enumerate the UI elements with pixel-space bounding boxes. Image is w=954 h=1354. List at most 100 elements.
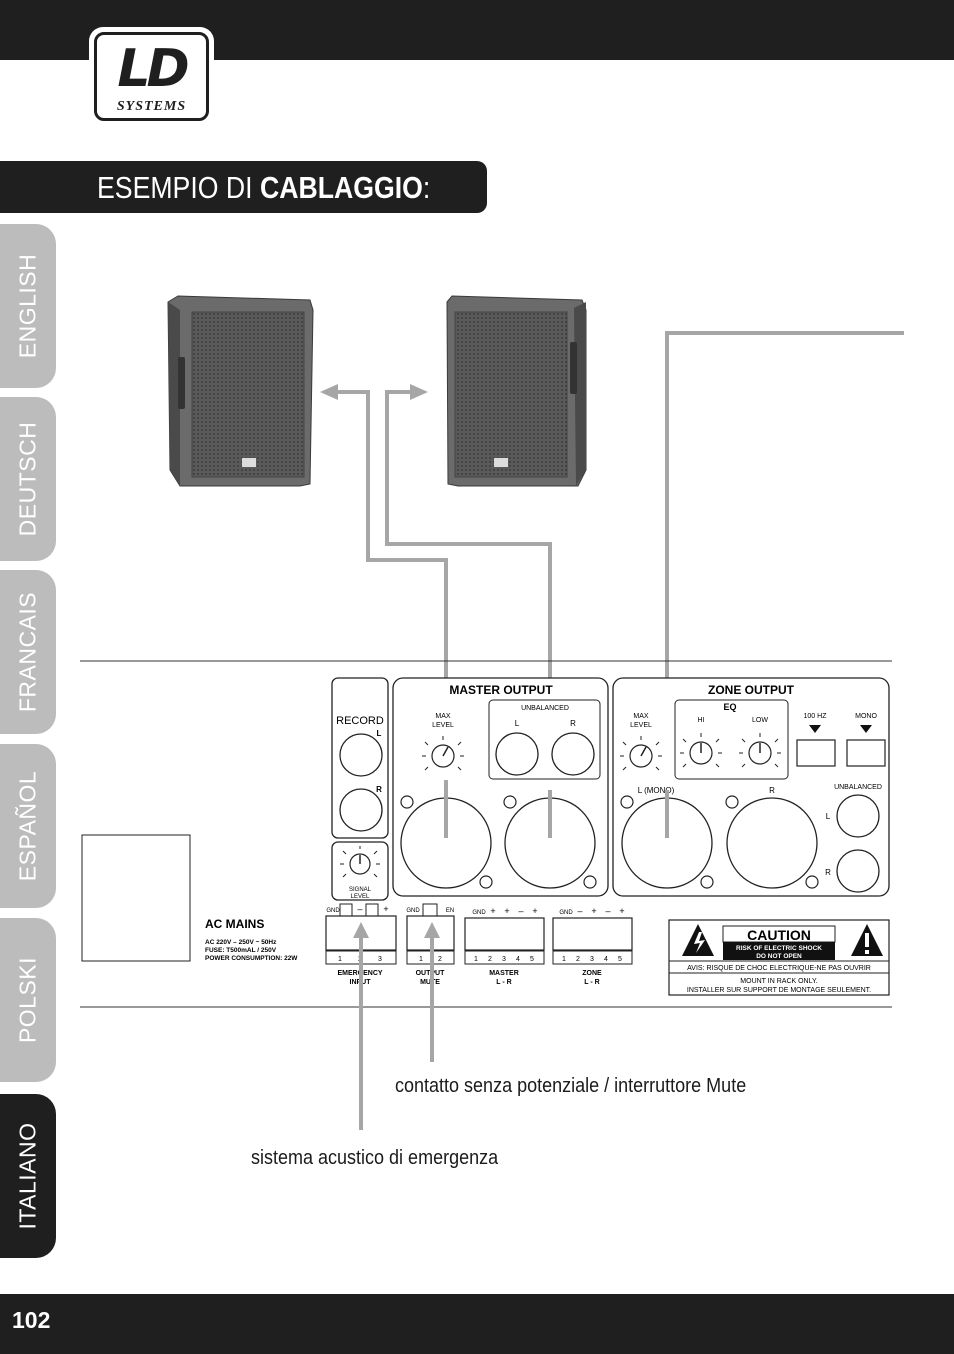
terminal-top-label: – xyxy=(518,906,523,916)
terminal-pin: 1 xyxy=(474,956,478,963)
title-suffix: : xyxy=(422,170,431,205)
section-title: ESEMPIO DI CABLAGGIO: xyxy=(97,168,430,208)
terminal-label: L - R xyxy=(584,979,599,986)
terminal-top-label: + xyxy=(591,906,596,916)
caution-avis: AVIS: RISQUE DE CHOC ELECTRIQUE-NE PAS O… xyxy=(687,965,871,972)
caution-title: CAUTION xyxy=(747,927,811,943)
logo-main-text: LD xyxy=(117,39,189,99)
terminal-top-label: – xyxy=(357,904,362,914)
terminal-top-label: + xyxy=(490,906,495,916)
terminal-top-label: + xyxy=(504,906,509,916)
record-r-label: R xyxy=(376,785,382,794)
zone-hi-label: HI xyxy=(698,717,705,724)
record-r-jack[interactable] xyxy=(339,788,383,832)
zone-unbalanced-label: UNBALANCED xyxy=(834,784,882,791)
terminal-top-label: GND xyxy=(559,910,573,916)
zone-100hz-label: 100 HZ xyxy=(804,713,828,720)
caption-mute: contatto senza potenziale / interruttore… xyxy=(395,1075,747,1097)
tab-francais[interactable]: FRANCAIS xyxy=(0,570,56,734)
terminal-master[interactable]: GND + + – + 1 2 3 4 5 MASTER L - R xyxy=(464,906,545,986)
bottom-bar xyxy=(0,1294,954,1354)
signal-level-knob[interactable] xyxy=(340,846,380,878)
record-l-jack[interactable] xyxy=(339,733,383,777)
zone-hi-knob[interactable] xyxy=(680,733,722,768)
terminal-pin: 1 xyxy=(562,956,566,963)
tab-italiano[interactable]: ITALIANO xyxy=(0,1094,56,1258)
zone-eq-label: EQ xyxy=(723,702,736,712)
tab-english[interactable]: ENGLISH xyxy=(0,224,56,388)
zone-unb-r-jack[interactable] xyxy=(836,849,880,893)
zone-l-mono-label: L (MONO) xyxy=(638,786,675,795)
caution-line-2: DO NOT OPEN xyxy=(756,953,802,960)
ac-spec-2: FUSE: T500mAL / 250V xyxy=(205,947,277,954)
terminal-pin: 2 xyxy=(438,956,442,963)
master-unb-l-jack[interactable] xyxy=(495,732,539,776)
terminal-label: L - R xyxy=(496,979,511,986)
master-max-level-2: LEVEL xyxy=(432,722,454,729)
terminal-label: ZONE xyxy=(582,970,602,977)
signal-level-text-2: LEVEL xyxy=(351,894,370,900)
terminal-top-label: + xyxy=(383,904,388,914)
section-title-bar xyxy=(0,161,487,213)
tab-polski[interactable]: POLSKI xyxy=(0,918,56,1082)
master-unb-r-jack[interactable] xyxy=(551,732,595,776)
master-screws xyxy=(400,795,597,889)
terminal-top-label: – xyxy=(605,906,610,916)
terminal-pin: 3 xyxy=(502,956,506,963)
zone-low-label: LOW xyxy=(752,717,768,724)
terminal-pin: 2 xyxy=(488,956,492,963)
title-normal: ESEMPIO DI xyxy=(97,170,260,205)
zone-mono-label: MONO xyxy=(855,713,877,720)
terminal-top-label: EN xyxy=(446,908,454,914)
zone-xlr-r[interactable] xyxy=(726,797,818,889)
terminal-zone[interactable]: GND – + – + 1 2 3 4 5 ZONE L - R xyxy=(552,906,633,986)
zone-mono-switch[interactable] xyxy=(846,739,886,767)
terminal-label: MASTER xyxy=(489,970,519,977)
terminal-top-label: + xyxy=(532,906,537,916)
master-output-title: MASTER OUTPUT xyxy=(449,683,553,697)
master-unb-l-label: L xyxy=(515,719,520,728)
ac-spec-3: POWER CONSUMPTION: 22W xyxy=(205,955,298,962)
signal-level-text-1: SIGNAL xyxy=(349,887,372,893)
zone-unb-l-label: L xyxy=(826,812,831,821)
terminal-pin: 5 xyxy=(618,956,622,963)
caution-label: CAUTION RISK OF ELECTRIC SHOCK DO NOT OP… xyxy=(668,919,890,996)
tab-espanol[interactable]: ESPAÑOL xyxy=(0,744,56,908)
terminal-pin: 5 xyxy=(530,956,534,963)
terminal-pin: 4 xyxy=(516,956,520,963)
ld-systems-logo: LD SYSTEMS xyxy=(89,27,214,126)
zone-max-level-knob[interactable] xyxy=(620,736,662,771)
zone-100hz-switch[interactable] xyxy=(796,739,836,767)
power-socket xyxy=(81,834,191,962)
terminal-top-label: GND xyxy=(406,908,420,914)
tab-deutsch[interactable]: DEUTSCH xyxy=(0,397,56,561)
terminal-pin: 2 xyxy=(576,956,580,963)
master-max-level-knob[interactable] xyxy=(422,736,464,771)
zone-screws xyxy=(620,795,819,889)
terminal-pin: 3 xyxy=(590,956,594,963)
caution-line-1: RISK OF ELECTRIC SHOCK xyxy=(736,945,822,952)
page-number: 102 xyxy=(12,1307,51,1333)
zone-unb-l-jack[interactable] xyxy=(836,794,880,838)
zone-unb-r-label: R xyxy=(825,868,831,877)
speaker-right xyxy=(446,295,587,487)
ac-mains-title: AC MAINS xyxy=(205,917,264,931)
caution-mount-1: MOUNT IN RACK ONLY. xyxy=(740,978,817,985)
speaker-left xyxy=(167,295,314,487)
terminal-pin: 4 xyxy=(604,956,608,963)
caption-emergency: sistema acustico di emergenza xyxy=(251,1147,499,1169)
terminal-pin: 1 xyxy=(419,956,423,963)
lightning-warning-icon xyxy=(682,924,714,956)
zone-max-level-2: LEVEL xyxy=(630,722,652,729)
master-max-level-1: MAX xyxy=(435,713,451,720)
record-l-label: L xyxy=(377,729,382,738)
zone-low-knob[interactable] xyxy=(739,733,781,768)
terminal-pin: 3 xyxy=(378,956,382,963)
master-unb-r-label: R xyxy=(570,719,576,728)
exclamation-warning-icon xyxy=(851,924,883,956)
title-bold: CABLAGGIO xyxy=(259,170,423,205)
record-label: RECORD xyxy=(336,715,384,727)
zone-r-label: R xyxy=(769,786,775,795)
logo-sub-text: SYSTEMS xyxy=(116,99,187,114)
